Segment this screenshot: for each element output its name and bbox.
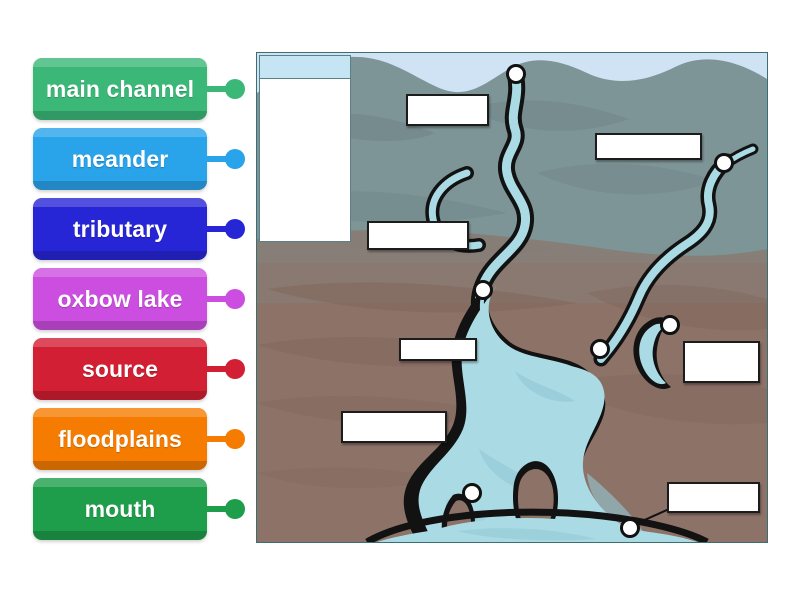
pill-highlight: [33, 338, 207, 347]
connector-stub-tributary: [205, 226, 229, 232]
marker-oxbow-lake[interactable]: [660, 315, 680, 335]
draggable-label-tributary[interactable]: tributary: [33, 198, 207, 260]
marker-main-channel[interactable]: [590, 339, 610, 359]
answer-box-2[interactable]: [595, 133, 702, 160]
connector-dot-meander[interactable]: [225, 149, 245, 169]
label-row-oxbow-lake: oxbow lake: [0, 268, 256, 330]
connector-stub-main-channel: [205, 86, 229, 92]
pill-shadow: [33, 531, 207, 540]
pill-highlight: [33, 128, 207, 137]
connector-stub-meander: [205, 156, 229, 162]
draggable-label-main-channel[interactable]: main channel: [33, 58, 207, 120]
label-row-meander: meander: [0, 128, 256, 190]
answer-box-5[interactable]: [683, 341, 760, 383]
draggable-label-mouth[interactable]: mouth: [33, 478, 207, 540]
draggable-label-source[interactable]: source: [33, 338, 207, 400]
label-text: main channel: [45, 75, 195, 102]
answer-box-1[interactable]: [406, 94, 489, 126]
pill-shadow: [33, 111, 207, 120]
river-diagram: [256, 52, 768, 543]
draggable-label-oxbow-lake[interactable]: oxbow lake: [33, 268, 207, 330]
label-row-main-channel: main channel: [0, 58, 256, 120]
diagram-side-panel: [259, 55, 351, 242]
label-text: meander: [71, 145, 169, 172]
label-list: main channel meander tributary: [0, 0, 256, 600]
label-row-floodplains: floodplains: [0, 408, 256, 470]
connector-dot-oxbow-lake[interactable]: [225, 289, 245, 309]
label-text: floodplains: [58, 425, 182, 452]
label-text: tributary: [72, 215, 168, 242]
label-text: oxbow lake: [57, 285, 183, 312]
label-row-tributary: tributary: [0, 198, 256, 260]
connector-stub-floodplains: [205, 436, 229, 442]
answer-box-4[interactable]: [399, 338, 477, 361]
label-text: mouth: [84, 495, 156, 522]
pill-shadow: [33, 391, 207, 400]
connector-dot-tributary[interactable]: [225, 219, 245, 239]
side-panel-header: [260, 56, 350, 79]
pill-shadow: [33, 321, 207, 330]
pill-highlight: [33, 198, 207, 207]
draggable-label-floodplains[interactable]: floodplains: [33, 408, 207, 470]
connector-dot-main-channel[interactable]: [225, 79, 245, 99]
label-row-mouth: mouth: [0, 478, 256, 540]
connector-stub-source: [205, 366, 229, 372]
answer-box-7[interactable]: [667, 482, 760, 513]
marker-source[interactable]: [506, 64, 526, 84]
marker-tributary[interactable]: [714, 153, 734, 173]
label-row-source: source: [0, 338, 256, 400]
answer-box-3[interactable]: [367, 221, 469, 250]
connector-dot-mouth[interactable]: [225, 499, 245, 519]
pill-highlight: [33, 58, 207, 67]
draggable-label-meander[interactable]: meander: [33, 128, 207, 190]
connector-dot-floodplains[interactable]: [225, 429, 245, 449]
pill-shadow: [33, 461, 207, 470]
marker-meander[interactable]: [473, 280, 493, 300]
pill-highlight: [33, 268, 207, 277]
marker-island[interactable]: [462, 483, 482, 503]
answer-box-6[interactable]: [341, 411, 447, 443]
label-text: source: [81, 355, 159, 382]
pill-highlight: [33, 408, 207, 417]
pill-shadow: [33, 251, 207, 260]
pill-shadow: [33, 181, 207, 190]
pill-highlight: [33, 478, 207, 487]
connector-stub-mouth: [205, 506, 229, 512]
marker-mouth[interactable]: [620, 518, 640, 538]
connector-stub-oxbow-lake: [205, 296, 229, 302]
connector-dot-source[interactable]: [225, 359, 245, 379]
